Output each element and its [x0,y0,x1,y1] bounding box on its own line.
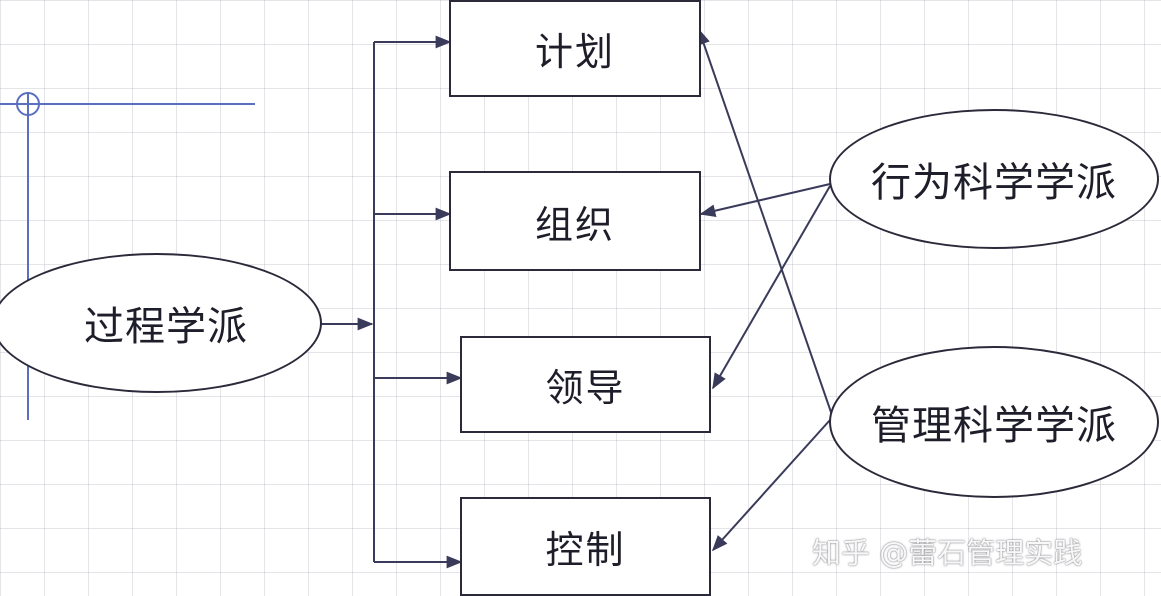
behavioral-school-label: 行为科学学派 [871,160,1117,206]
control-label: 控制 [545,528,626,572]
watermark: 知乎 @蕾石管理实践 [812,536,1083,570]
management-science-to-plan [697,28,834,419]
plan-box: 计划 [449,0,701,97]
management-science-to-control [711,419,831,552]
process-school-label: 过程学派 [84,304,248,350]
organize-label: 组织 [534,202,615,247]
lead-box: 领导 [460,336,711,433]
plan-label: 计划 [534,30,615,74]
process-school-ellipse: 过程学派 [0,253,322,393]
management-science-school-label: 管理科学学派 [871,403,1117,449]
lead-label: 领导 [545,366,626,410]
behavioral-school-ellipse: 行为科学学派 [829,109,1159,249]
behavioral-to-lead [712,185,831,390]
management-science-school-ellipse: 管理科学学派 [829,346,1159,498]
organize-box: 组织 [449,171,701,271]
behavioral-to-organize [699,183,831,217]
control-box: 控制 [460,497,711,596]
